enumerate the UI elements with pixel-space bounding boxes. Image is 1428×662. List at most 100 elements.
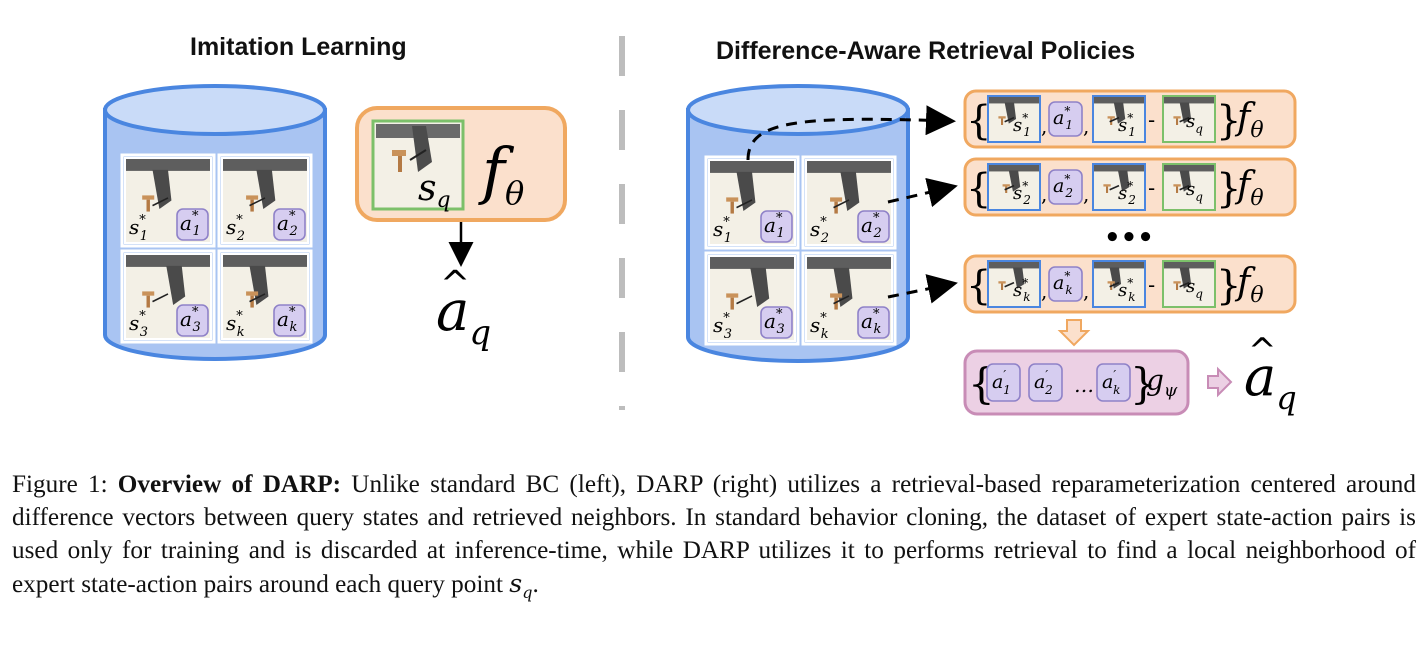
row-state-label: s*1	[1013, 111, 1031, 139]
card-action-box	[760, 306, 793, 339]
row-action-label: a*k	[1053, 269, 1073, 297]
retrieval-arrow-2	[887, 177, 958, 208]
card-state-label: s*2	[810, 215, 829, 246]
left-database-cards: s*1 a*1 s*2 a*2 s*3 a*3 s*k a*k	[120, 153, 313, 344]
caption-end: .	[532, 571, 539, 598]
retrieval-arrow-k	[887, 274, 958, 304]
row-brace-close: }	[1216, 263, 1241, 309]
retrieval-arrow-1	[746, 105, 956, 161]
card-state-label: s*1	[713, 215, 732, 246]
row-policy-label: fθ	[1234, 262, 1264, 308]
row-minus: -	[1148, 176, 1155, 200]
card-state-label: s*1	[129, 213, 148, 244]
database-card: s*1 a*1	[704, 155, 800, 250]
card-state-label: s*3	[129, 309, 148, 340]
aggregator-label: gψ	[1146, 364, 1178, 401]
aggregator-items: a′1 a′2 a′k	[986, 363, 1131, 402]
caption-math: sq	[509, 569, 533, 603]
left-database: s*1 a*1 s*2 a*2 s*3 a*3 s*k a*k	[103, 84, 327, 361]
database-card: s*1 a*1	[120, 153, 216, 248]
card-action-box	[176, 304, 209, 337]
retrieval-row: {s*k,a*k,s*k-sq}fθ	[963, 254, 1297, 314]
left-policy-box: sq fθ	[355, 106, 567, 222]
database-card: s*k a*k	[217, 249, 313, 344]
aggregator-item-box	[986, 363, 1021, 402]
figure-caption: Figure 1: Overview of DARP: Unlike stand…	[12, 468, 1416, 609]
card-state-label: s*k	[226, 309, 245, 340]
row-state-label: s*k	[1013, 276, 1031, 304]
right-output-hat: ^	[1248, 331, 1277, 371]
retrieval-row: {s*1,a*1,s*1-sq}fθ	[963, 89, 1297, 149]
card-action-label: a*k	[861, 307, 881, 337]
card-action-box	[760, 210, 793, 243]
row-comma: ,	[1083, 279, 1089, 303]
card-state-label: s*3	[713, 311, 732, 342]
row-comma: ,	[1083, 182, 1089, 206]
figure: Imitation Learning Difference-Aware Retr…	[103, 33, 1297, 417]
query-state-label: sq	[418, 168, 451, 213]
retrieval-rows: {s*1,a*1,s*1-sq}fθ{s*2,a*2,s*2-sq}fθ{s*k…	[963, 89, 1297, 314]
card-action-label: a*2	[277, 209, 298, 239]
right-output: aq ^	[1244, 331, 1297, 417]
row-comma: ,	[1041, 279, 1047, 303]
database-card: s*2 a*2	[801, 155, 897, 250]
query-thumbnail	[371, 119, 465, 211]
card-action-label: a*k	[277, 305, 297, 335]
row-action-box	[1048, 266, 1083, 302]
database-card: s*2 a*2	[217, 153, 313, 248]
row-minus: -	[1148, 273, 1155, 297]
right-output-label: aq	[1244, 345, 1297, 417]
right-panel-title: Difference-Aware Retrieval Policies	[716, 37, 1136, 65]
retrieval-row: {s*2,a*2,s*2-sq}fθ	[963, 157, 1297, 217]
right-database: s*1 a*1 s*2 a*2 s*3 a*3 s*k a*k	[686, 84, 910, 363]
card-action-label: a*2	[861, 211, 882, 241]
agg-brace-close: }	[1130, 359, 1157, 408]
aggregator-item: a′1	[986, 363, 1021, 402]
row-minus: -	[1148, 108, 1155, 132]
aggregator-item: a′k	[1096, 363, 1131, 402]
card-action-box	[273, 304, 306, 337]
row-action-box	[1048, 101, 1083, 137]
row-comma: ,	[1041, 114, 1047, 138]
database-card: s*3 a*3	[120, 249, 216, 344]
row-state-label: s*2	[1118, 179, 1136, 207]
card-action-box	[273, 208, 306, 241]
left-output-label: aq	[436, 279, 491, 353]
card-action-label: a*3	[180, 305, 201, 335]
rows-ellipsis: •••	[1104, 223, 1154, 253]
database-card: s*3 a*3	[704, 251, 800, 346]
aggregator-item-box	[1096, 363, 1131, 402]
aggregate-arrow	[1057, 319, 1091, 347]
caption-bold: Overview of DARP:	[117, 471, 342, 498]
aggregator-item-label: a′k	[1102, 368, 1120, 397]
caption-body: Unlike standard BC (left), DARP (right) …	[12, 471, 1416, 598]
row-comma: ,	[1083, 114, 1089, 138]
row-action-label: a*2	[1053, 172, 1073, 200]
card-action-box	[176, 208, 209, 241]
row-state-label: s*2	[1013, 179, 1031, 207]
left-output: aq ^	[436, 264, 491, 353]
final-arrow	[1207, 366, 1233, 398]
aggregator-item-label: a′2	[1034, 368, 1053, 397]
row-comma: ,	[1041, 182, 1047, 206]
row-action-box	[1048, 169, 1083, 205]
row-brace-close: }	[1216, 98, 1241, 144]
card-action-box	[857, 306, 890, 339]
card-action-box	[857, 210, 890, 243]
diagram-svg: s*1 a*1 s*2 a*2 s*3 a*3 s*k a*k sq fθ aq ^	[103, 36, 1297, 417]
card-action-label: a*3	[764, 307, 785, 337]
row-action-label: a*1	[1053, 104, 1073, 132]
card-state-label: s*2	[226, 213, 245, 244]
aggregator-item-box	[1028, 363, 1063, 402]
right-database-cards: s*1 a*1 s*2 a*2 s*3 a*3 s*k a*k	[704, 155, 897, 346]
left-output-hat: ^	[440, 264, 470, 305]
card-state-label: s*k	[810, 311, 829, 342]
card-action-label: a*1	[764, 211, 785, 241]
row-state-label: s*k	[1118, 276, 1136, 304]
left-panel-title: Imitation Learning	[190, 33, 407, 61]
card-action-label: a*1	[180, 209, 201, 239]
row-brace-close: }	[1216, 166, 1241, 212]
aggregator-item: a′2	[1028, 363, 1063, 402]
database-card: s*k a*k	[801, 251, 897, 346]
